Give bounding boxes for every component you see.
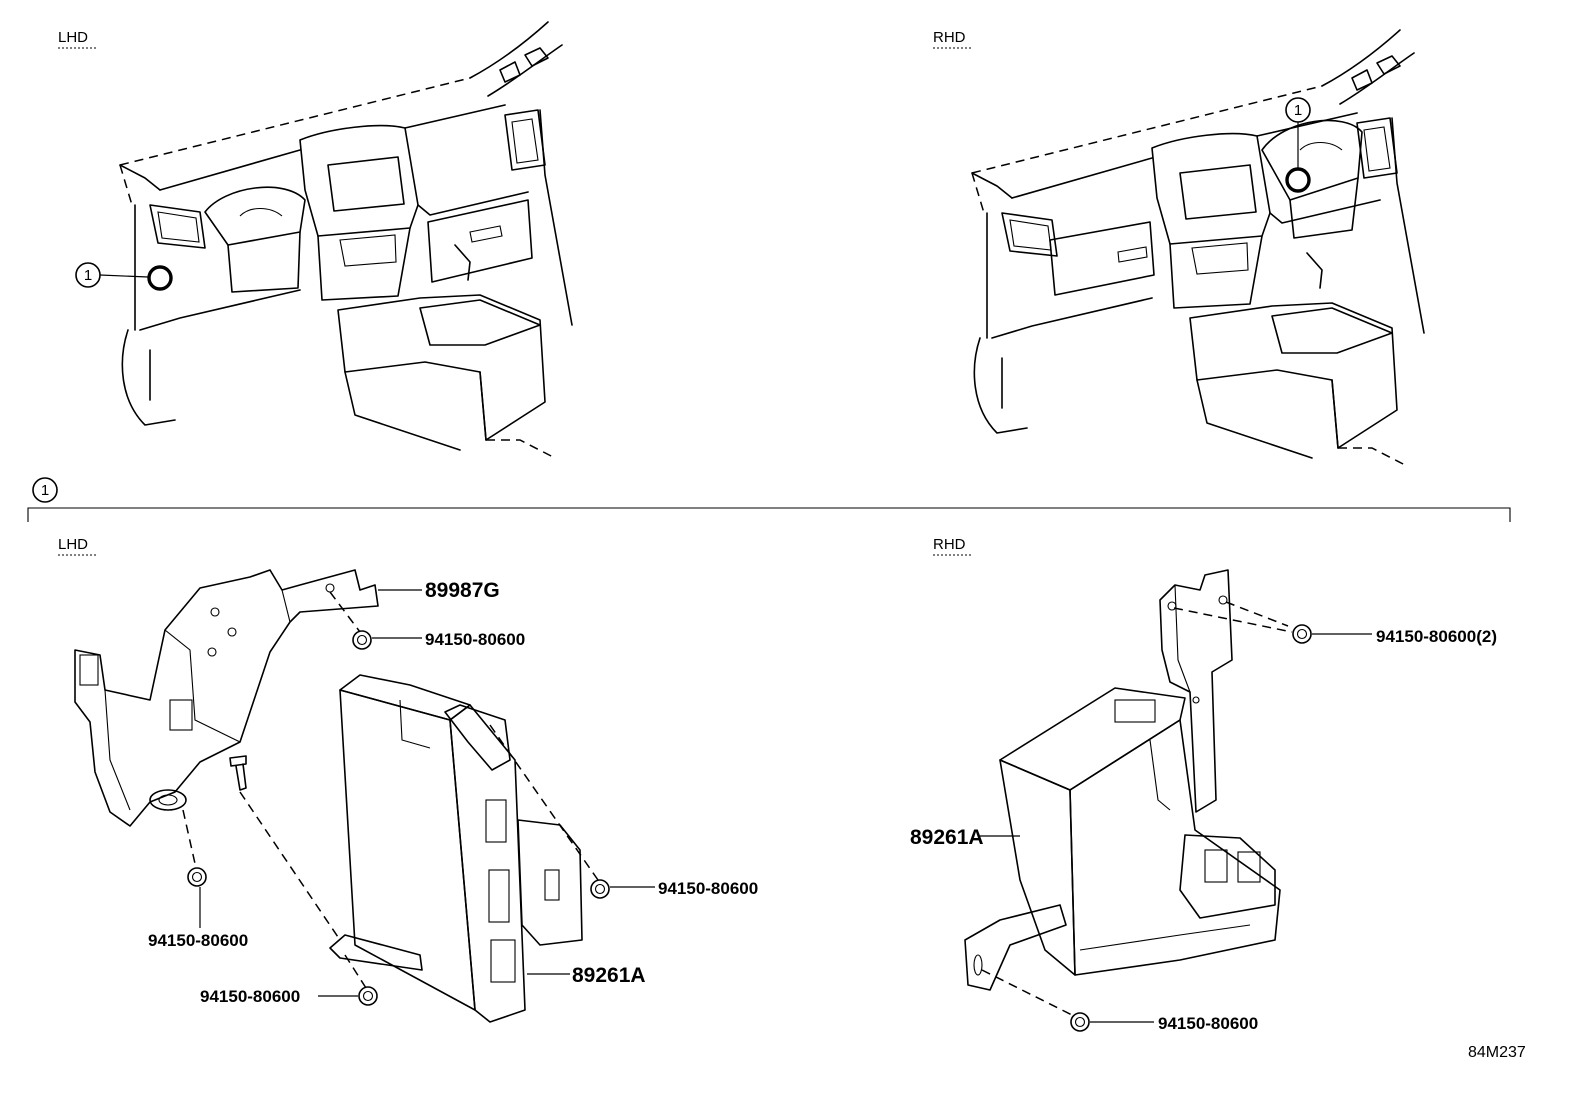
rhd-dashed-assembly-lines <box>981 601 1293 1017</box>
flange-nut-icon <box>358 986 378 1006</box>
top-lhd-view: LHD 1 <box>58 21 573 459</box>
lhd-ecu-drawing <box>329 674 583 1023</box>
detail-marker-circle <box>32 477 58 503</box>
detail-marker-number: 1 <box>41 482 49 499</box>
part-number-nut[interactable]: 94150-80600 <box>148 931 248 950</box>
figure-code: 84M237 <box>1468 1044 1526 1061</box>
part-number-nut[interactable]: 94150-80600 <box>200 987 300 1006</box>
rhd-lower-bracket-drawing <box>964 904 1067 991</box>
part-number-ecu[interactable]: 89261A <box>910 826 984 849</box>
part-number-nut[interactable]: 94150-80600 <box>1158 1014 1258 1033</box>
rhd-ecu-location-marker <box>1285 167 1311 193</box>
rhd-dashboard-drawing <box>971 29 1425 467</box>
flange-nut-icon <box>1292 624 1312 644</box>
detail-rhd-heading: RHD <box>933 536 966 553</box>
lhd-glovebox <box>427 199 533 283</box>
rhd-callout-number: 1 <box>1294 102 1302 119</box>
flange-nut-icon <box>1070 1012 1090 1032</box>
detail-section-header: 1 <box>27 477 1511 522</box>
flange-nut-icon <box>187 867 207 887</box>
detail-bracket-line <box>27 507 1511 522</box>
part-number-bracket[interactable]: 89987G <box>425 579 500 602</box>
rhd-ecu-drawing <box>999 687 1281 976</box>
part-number-nut[interactable]: 94150-80600 <box>425 630 525 649</box>
detail-lhd-heading: LHD <box>58 536 88 553</box>
rhd-instrument-cluster <box>1261 119 1363 239</box>
lhd-mounting-bolt <box>229 755 247 791</box>
rhd-glovebox <box>1049 221 1155 296</box>
lhd-dashboard-drawing <box>119 21 573 459</box>
part-number-nut[interactable]: 94150-80600 <box>658 879 758 898</box>
part-number-ecu[interactable]: 89261A <box>572 964 646 987</box>
lhd-heading: LHD <box>58 29 88 46</box>
rhd-heading: RHD <box>933 29 966 46</box>
lhd-ecu-location-marker <box>147 265 173 291</box>
detail-lhd-view: LHD <box>58 536 758 1023</box>
flange-nut-icon <box>352 630 372 650</box>
lhd-callout-number: 1 <box>84 267 92 284</box>
lhd-callout-leader <box>99 274 149 278</box>
lhd-bracket-drawing <box>74 569 379 827</box>
rhd-upper-bracket-drawing <box>1159 569 1233 813</box>
detail-rhd-view: RHD <box>910 536 1497 1033</box>
part-number-nut[interactable]: 94150-80600(2) <box>1376 627 1497 646</box>
lhd-instrument-cluster <box>204 186 306 293</box>
top-rhd-view: RHD 1 <box>933 29 1425 467</box>
lhd-dashed-assembly-lines <box>182 591 599 989</box>
flange-nut-icon <box>590 879 610 899</box>
